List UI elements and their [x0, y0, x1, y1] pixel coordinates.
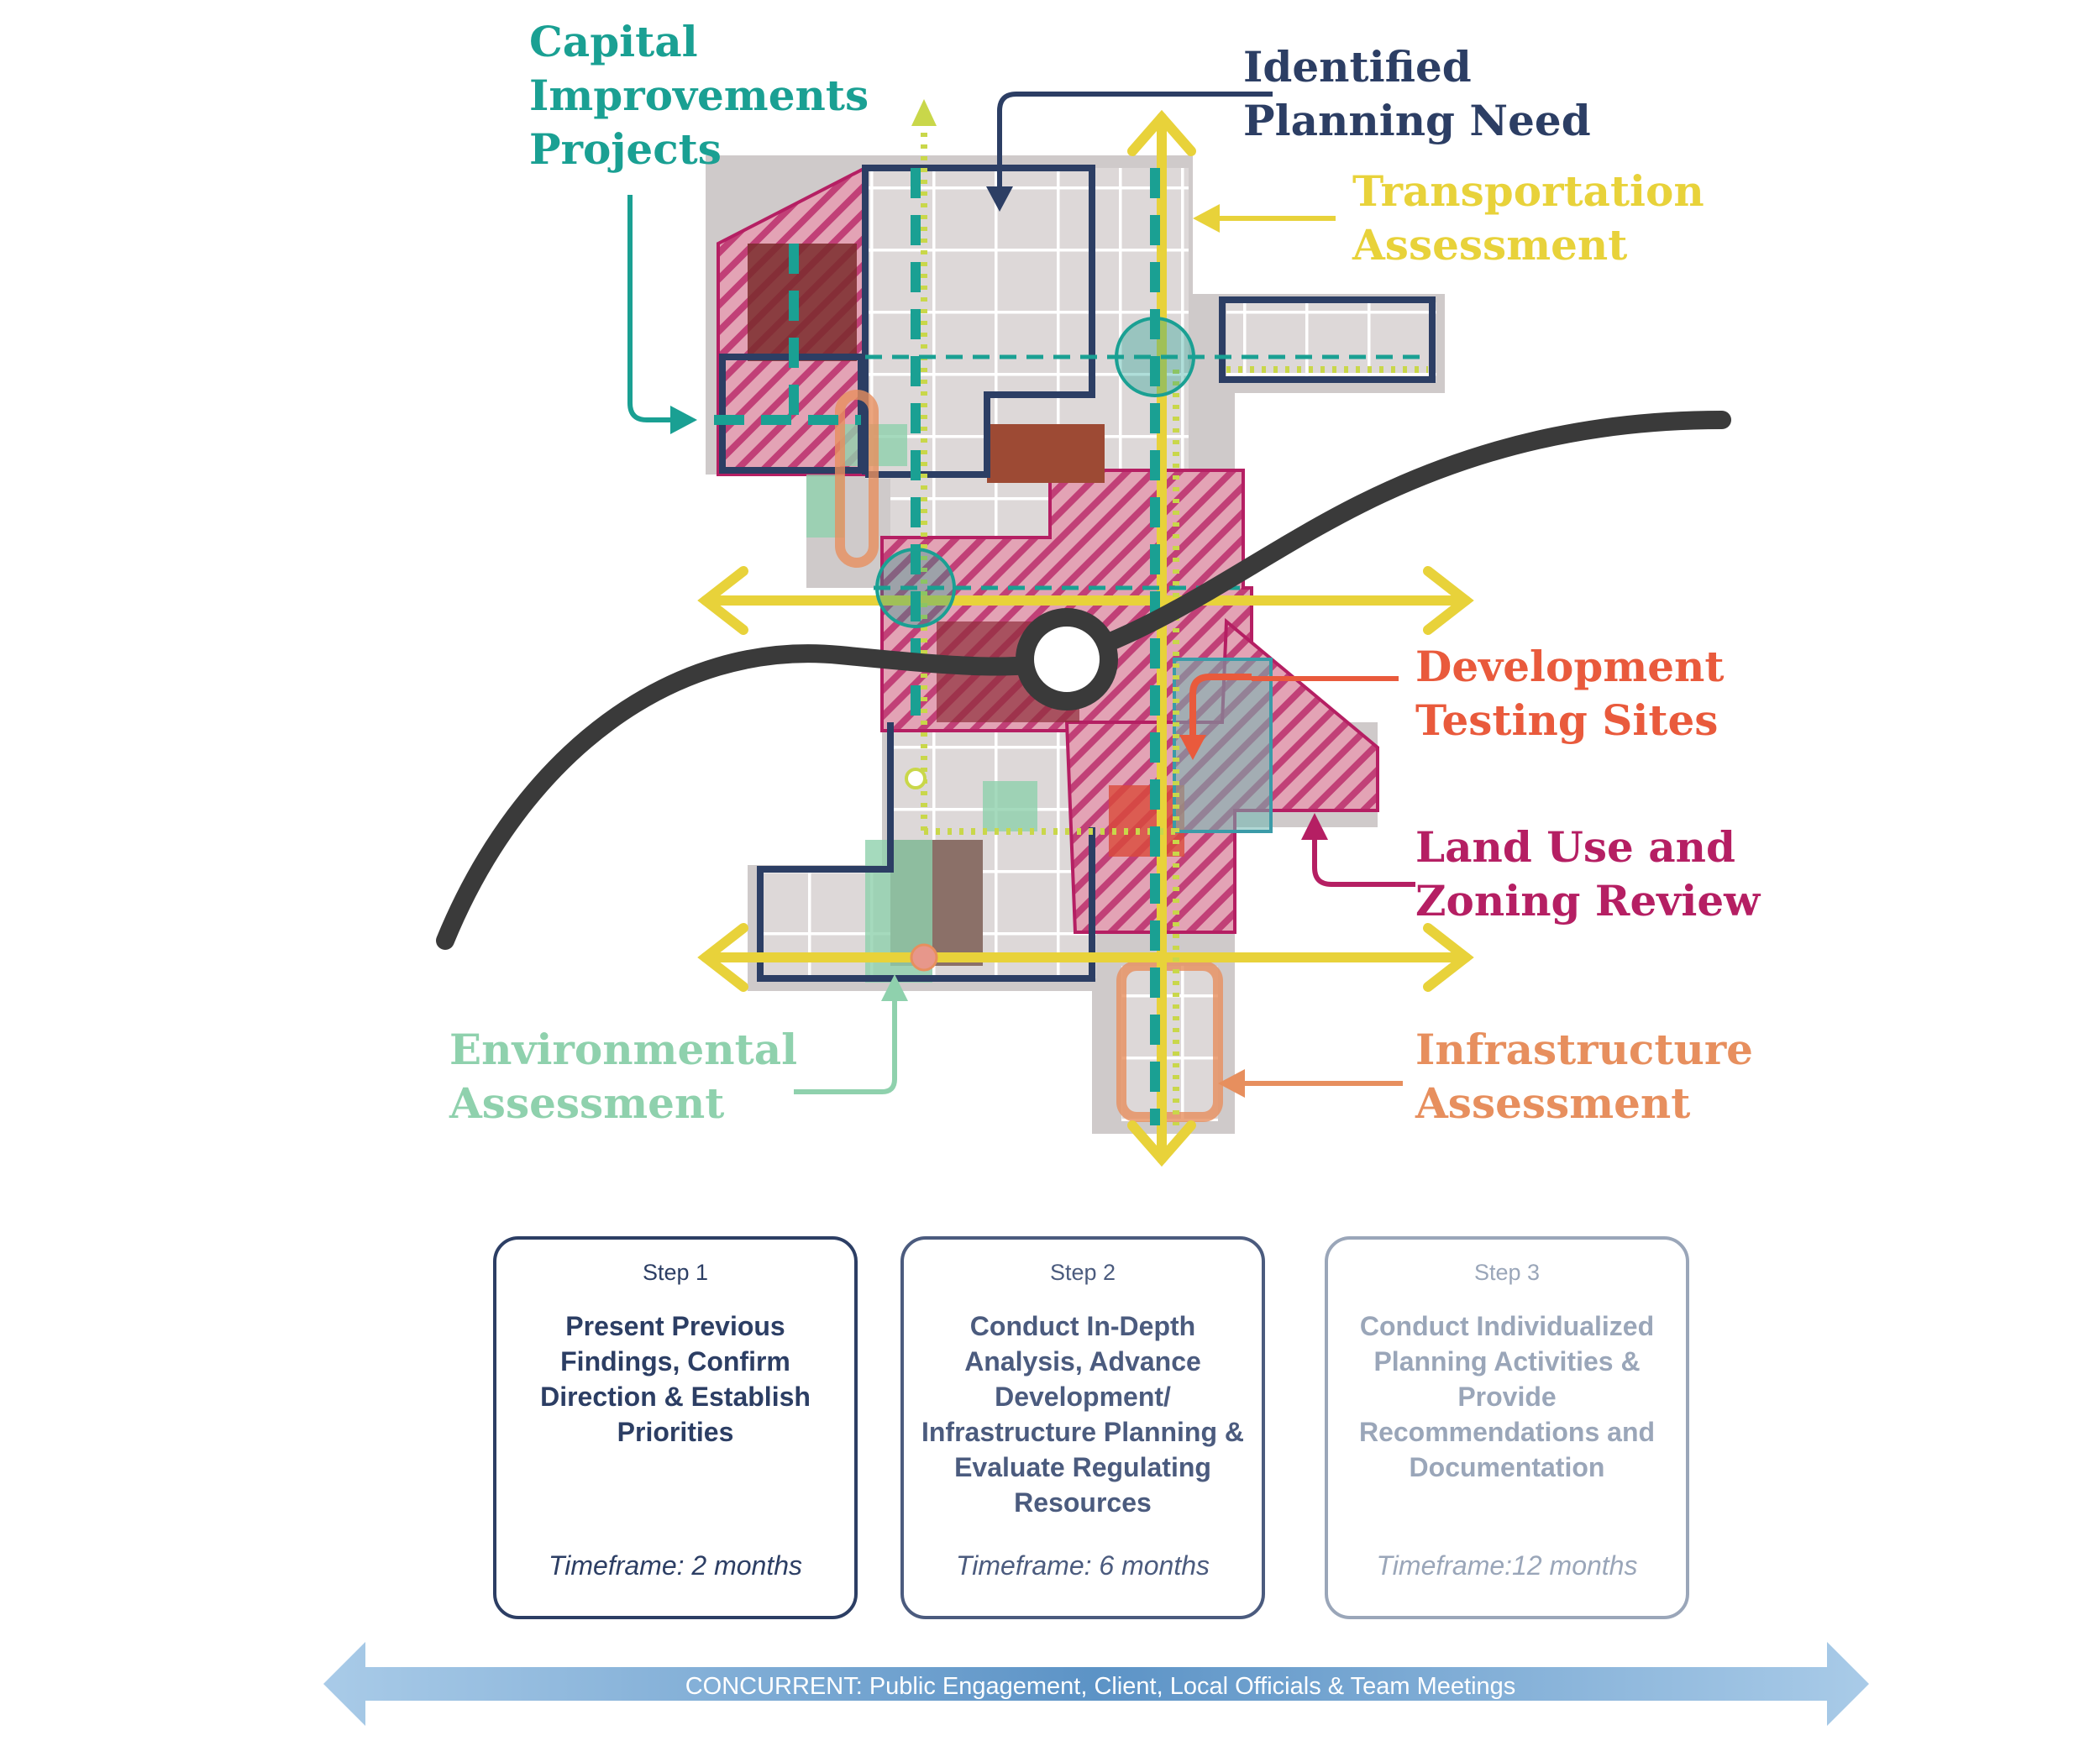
capital-label-line-3: Projects	[529, 124, 722, 174]
step-timeframe: Timeframe: 2 months	[548, 1550, 803, 1581]
transportation-line-2: Assessment	[1352, 220, 1628, 270]
infrastructure-node	[910, 943, 938, 972]
infrastructure-line-2: Assessment	[1415, 1078, 1691, 1128]
lime-arrowhead	[905, 99, 937, 789]
step-number: Step 2	[1049, 1260, 1116, 1285]
planning-need-line-1: Identified	[1243, 42, 1472, 92]
step-title: Conduct Individualized Planning Activiti…	[1358, 1311, 1656, 1482]
capital-improvements-label: Capital Improvements Projects	[529, 15, 869, 176]
central-node	[1016, 608, 1118, 711]
step-card-3: Step 3 Conduct Individualized Planning A…	[1325, 1236, 1689, 1619]
transportation-line-1: Transportation	[1352, 166, 1704, 216]
step-card-1: Step 1 Present Previous Findings, Confir…	[493, 1236, 858, 1619]
transportation-arrows	[697, 109, 1474, 1167]
environmental-line-2: Assessment	[449, 1078, 725, 1128]
landuse-line-1: Land Use and	[1415, 822, 1735, 872]
step-title: Present Previous Findings, Confirm Direc…	[540, 1311, 811, 1447]
capital-label-line-2: Improvements	[529, 71, 869, 120]
planning-need-line-2: Planning Need	[1243, 96, 1591, 145]
planning-need-label: Identified Planning Need	[1243, 40, 1591, 148]
callout-arrowheads	[670, 186, 1328, 1098]
step-number: Step 1	[642, 1260, 709, 1285]
dark-parcels	[748, 244, 1184, 966]
step-timeframe: Timeframe: 6 months	[955, 1550, 1210, 1581]
landuse-label: Land Use and Zoning Review	[1415, 821, 1760, 928]
environmental-line-1: Environmental	[449, 1025, 798, 1074]
landuse-line-2: Zoning Review	[1415, 876, 1761, 926]
development-label: Development Testing Sites	[1415, 640, 1725, 747]
infrastructure-label: Infrastructure Assessment	[1415, 1023, 1753, 1130]
step-number: Step 3	[1473, 1260, 1541, 1285]
infrastructure-line-1: Infrastructure	[1415, 1025, 1753, 1074]
capital-label-line-1: Capital	[529, 17, 698, 66]
capital-improvement-lines	[714, 168, 1160, 1125]
step-title: Conduct In-Depth Analysis, Advance Devel…	[921, 1311, 1245, 1518]
callout-leaders	[627, 92, 1415, 1094]
concurrent-arrow	[323, 1642, 1869, 1726]
development-line-1: Development	[1415, 642, 1725, 691]
development-sites	[1173, 658, 1273, 833]
development-line-2: Testing Sites	[1415, 695, 1719, 745]
lime-dotted-routes	[921, 109, 1428, 1125]
environmental-label: Environmental Assessment	[449, 1023, 797, 1130]
step-timeframe: Timeframe:12 months	[1376, 1550, 1638, 1581]
transportation-label: Transportation Assessment	[1352, 165, 1704, 272]
step-card-2: Step 2 Conduct In-Depth Analysis, Advanc…	[900, 1236, 1265, 1619]
capital-nodes	[875, 317, 1195, 628]
capital-improvement-thin-lines	[865, 354, 1428, 590]
concurrent-text: CONCURRENT: Public Engagement, Client, L…	[685, 1673, 1516, 1700]
